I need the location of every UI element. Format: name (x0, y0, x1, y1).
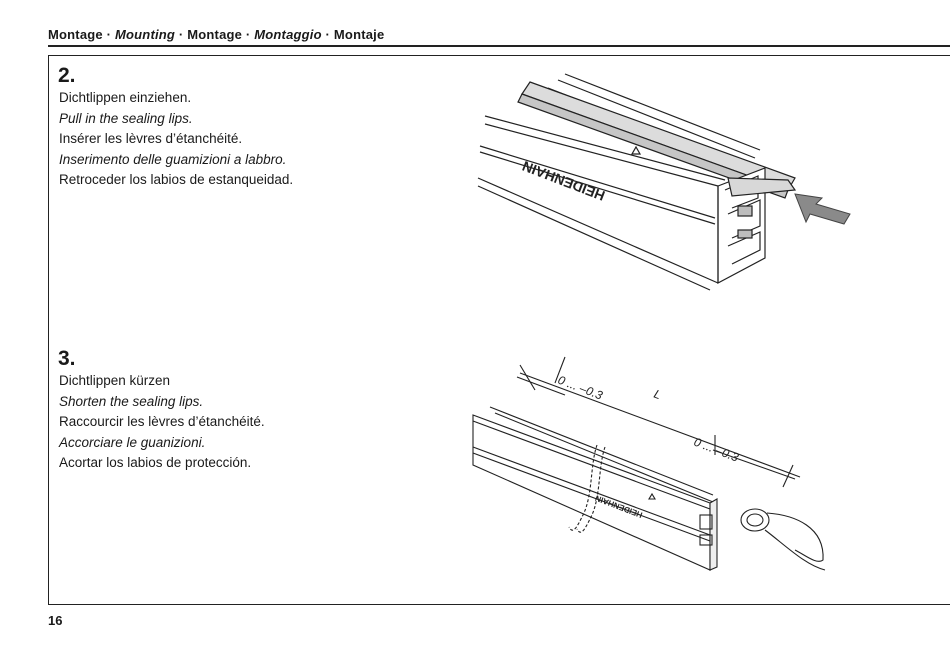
step-3-de: Dichtlippen kürzen (59, 373, 171, 388)
step-3-figure: 0 ... –0.3 L 0 ... –0.3 HEIDENHAIN (472, 356, 826, 571)
step-3-dim-left: 0 ... –0.3 (556, 373, 605, 403)
push-arrow-icon (794, 193, 851, 225)
step-2-es: Retroceder los labios de estanqueidad. (59, 172, 294, 187)
header-rule (48, 45, 950, 47)
header-fr: Montage (187, 27, 243, 42)
step-2-figure: HEIDENHAIN (477, 73, 851, 291)
step-3-dim-length: L (652, 387, 663, 402)
step-3-dim-right: 0 ... –0.3 (692, 435, 741, 465)
step-3-es: Acortar los labios de protección. (59, 455, 252, 470)
content-frame (48, 55, 950, 605)
step-3-number: 3. (58, 347, 76, 370)
header-de: Montage (48, 27, 103, 42)
header-it: Montaggio (254, 27, 322, 42)
page-number: 16 (48, 613, 63, 628)
step-2-number: 2. (58, 64, 76, 87)
step-3-instructions: Dichtlippen kürzen Shorten the sealing l… (59, 371, 265, 474)
step-3-fr: Raccourcir les lèvres d’étanchéité. (59, 414, 265, 429)
step-2-it: Inserimento delle guamizioni a labbro. (59, 151, 287, 167)
step-2-fr: Insérer les lèvres d’étanchéité. (59, 131, 243, 146)
step-2-instructions: Dichtlippen einziehen. Pull in the seali… (59, 88, 293, 191)
step-2-de: Dichtlippen einziehen. (59, 90, 192, 105)
step-2-en: Pull in the sealing lips. (59, 110, 193, 126)
step-3-it: Accorciare le guanizioni. (59, 434, 206, 450)
page-header: Montage · Mounting · Montage · Montaggio… (48, 27, 385, 42)
step-3-en: Shorten the sealing lips. (59, 393, 204, 409)
header-en: Mounting (115, 27, 176, 42)
header-es: Montaje (333, 27, 385, 42)
